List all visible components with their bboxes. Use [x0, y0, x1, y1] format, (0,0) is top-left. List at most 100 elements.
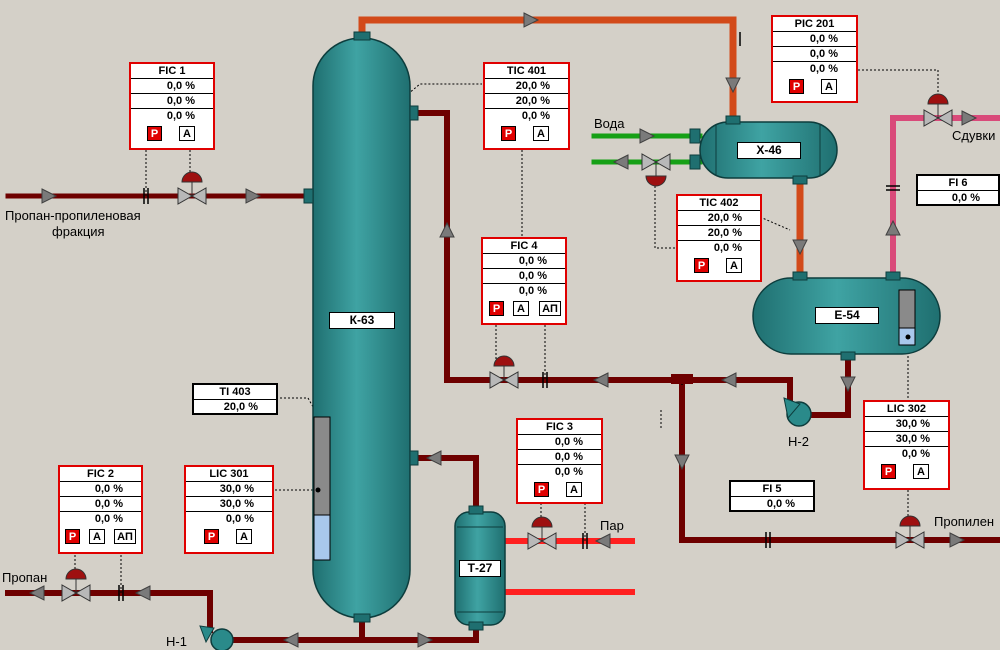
- auto-program-button[interactable]: АП: [114, 529, 136, 544]
- feed-label: Пропан-пропиленовая: [5, 208, 141, 223]
- controller-value: 0,0 %: [483, 269, 565, 284]
- indicator-tag: FI 5: [731, 482, 813, 497]
- arrow-drum-down: [840, 376, 856, 393]
- feed-label-2: фракция: [52, 224, 105, 239]
- indicator-tag: TI 403: [194, 385, 276, 400]
- valve-fic3: [527, 516, 557, 550]
- manual-mode-button[interactable]: Р: [789, 79, 804, 94]
- arrow-feed-1: [41, 188, 58, 204]
- vent-label: Сдувки: [952, 128, 996, 143]
- controller-value: 0,0 %: [521, 110, 550, 122]
- pump-h1-label: Н-1: [166, 634, 187, 649]
- valves[interactable]: [61, 93, 953, 602]
- auto-mode-button[interactable]: А: [821, 79, 837, 94]
- controller-value: 0,0 %: [166, 110, 195, 122]
- indicator-value: 20,0 %: [223, 401, 258, 413]
- auto-mode-button[interactable]: А: [566, 482, 582, 497]
- arrow-vent-up: [885, 219, 901, 236]
- arrow-overhead: [523, 12, 540, 28]
- arrow-reflux-1: [592, 372, 609, 388]
- arrow-down-x46: [725, 77, 741, 94]
- arrow-water-1: [639, 128, 656, 144]
- valve-fic2: [61, 568, 91, 602]
- manual-mode-button[interactable]: Р: [65, 529, 80, 544]
- indicator-tag: FI 6: [918, 176, 998, 191]
- auto-mode-button[interactable]: А: [533, 126, 549, 141]
- overhead-vapor-pipe: [358, 16, 737, 124]
- auto-mode-button[interactable]: А: [726, 258, 742, 273]
- arrow-propane-2: [134, 585, 151, 601]
- controller-tag: LIC 301: [186, 467, 272, 482]
- controller-value: 0,0 %: [773, 32, 856, 47]
- column-label: К-63: [329, 312, 395, 329]
- controller-value: 0,0 %: [60, 482, 141, 497]
- valve-fic1: [177, 171, 207, 205]
- auto-mode-button[interactable]: А: [513, 301, 529, 316]
- controller-value: 0,0 %: [483, 254, 565, 269]
- bottom-pipe: [222, 617, 479, 643]
- drum-label: Е-54: [815, 307, 879, 324]
- pump-h2[interactable]: [783, 397, 812, 427]
- controller-value: 0,0 %: [225, 513, 254, 525]
- arrow-bottom-1: [417, 632, 434, 648]
- auto-mode-button[interactable]: А: [913, 464, 929, 479]
- valve-water: [641, 153, 671, 187]
- pump-h1[interactable]: [199, 625, 234, 650]
- controller-tag: PIC 201: [773, 17, 856, 32]
- valve-vent: [923, 93, 953, 127]
- arrow-condensate: [792, 239, 808, 256]
- column-level-fill: [313, 514, 331, 561]
- manual-mode-button[interactable]: Р: [147, 126, 162, 141]
- propylene-label: Пропилен: [934, 514, 995, 529]
- controller-value: 0,0 %: [809, 63, 838, 75]
- controller-value: 30,0 %: [865, 432, 948, 447]
- indicator-fi6: FI 6 0,0 %: [916, 174, 1000, 206]
- controller-value: 0,0 %: [518, 435, 601, 450]
- controller-value: 20,0 %: [678, 211, 760, 226]
- controller-value: 20,0 %: [485, 94, 568, 109]
- auto-program-button[interactable]: АП: [539, 301, 561, 316]
- manual-mode-button[interactable]: Р: [534, 482, 549, 497]
- exchanger-label: Х-46: [737, 142, 801, 159]
- propane-label: Пропан: [2, 570, 48, 585]
- manual-mode-button[interactable]: Р: [694, 258, 709, 273]
- propane-pipe: [5, 590, 213, 633]
- flow-arrows: [28, 12, 978, 648]
- arrow-reflux-up: [439, 221, 455, 238]
- valve-lic302: [895, 515, 925, 549]
- auto-mode-button[interactable]: А: [236, 529, 252, 544]
- manual-mode-button[interactable]: Р: [501, 126, 516, 141]
- arrow-reflux-2: [720, 372, 737, 388]
- controller-value: 0,0 %: [713, 242, 742, 254]
- signal-lines: [74, 69, 939, 593]
- manual-mode-button[interactable]: Р: [204, 529, 219, 544]
- arrow-propylene: [949, 532, 966, 548]
- controller-value: 0,0 %: [131, 94, 213, 109]
- steam-label: Пар: [600, 518, 624, 533]
- indicator-ti403: TI 403 20,0 %: [192, 383, 278, 415]
- auto-mode-button[interactable]: А: [89, 529, 105, 544]
- arrow-reboiler: [425, 450, 442, 466]
- manual-mode-button[interactable]: Р: [489, 301, 504, 316]
- reflux-pipe: [411, 110, 793, 401]
- auto-mode-button[interactable]: А: [179, 126, 195, 141]
- controller-tag: FIC 4: [483, 239, 565, 254]
- manual-mode-button[interactable]: Р: [881, 464, 896, 479]
- controller-value: 20,0 %: [485, 79, 568, 94]
- controller-value: 0,0 %: [131, 79, 213, 94]
- reboiler-label: Т-27: [459, 560, 501, 577]
- controller-tag: FIC 2: [60, 467, 141, 482]
- controller-value: 0,0 %: [518, 450, 601, 465]
- controller-tag: FIC 3: [518, 420, 601, 435]
- controller-value: 30,0 %: [186, 497, 272, 512]
- water-label: Вода: [594, 116, 625, 131]
